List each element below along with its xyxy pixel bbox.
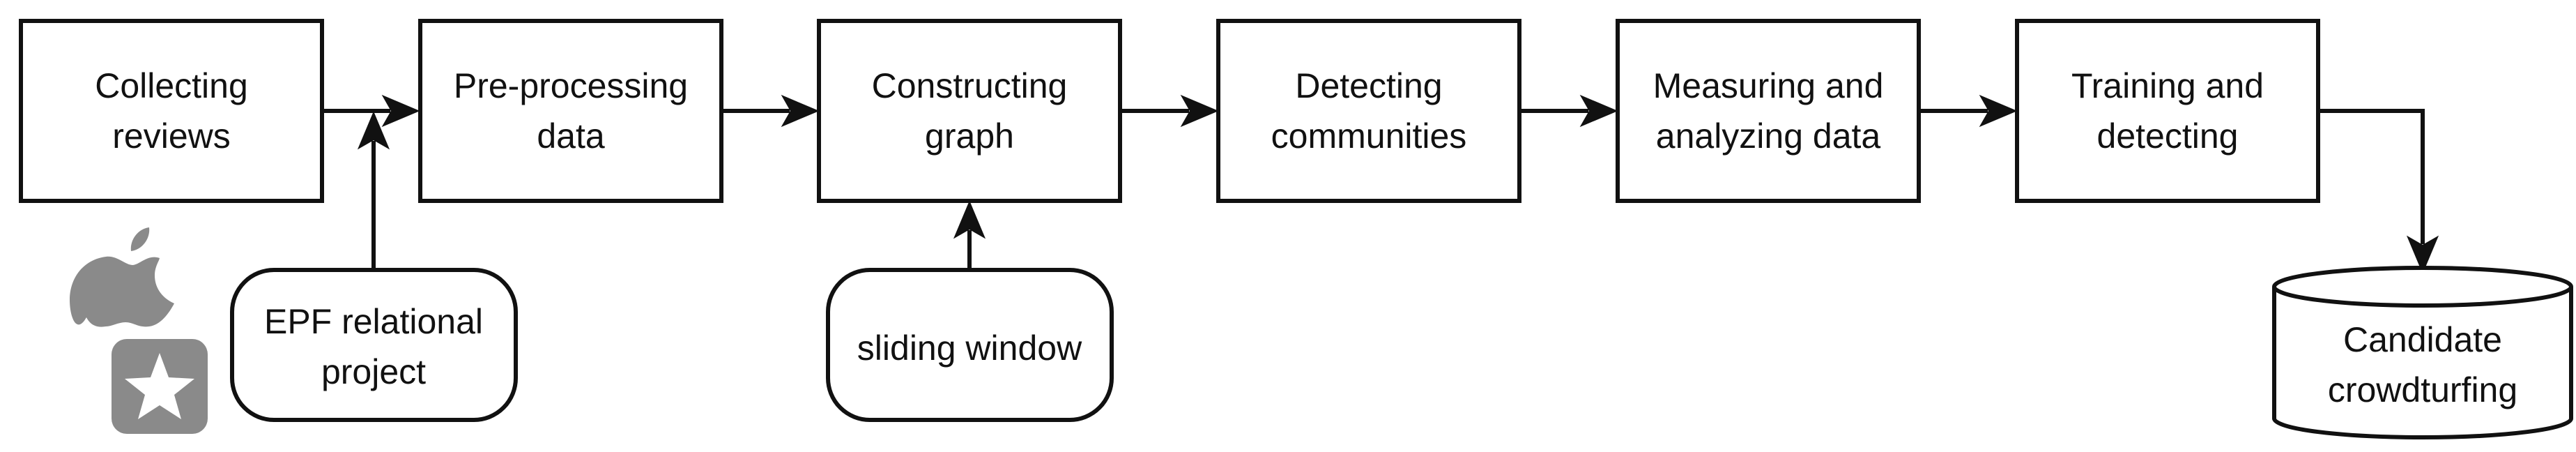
- step-collecting-reviews: Collecting reviews: [19, 19, 324, 203]
- star-icon: [112, 339, 208, 434]
- step-detecting-communities-line2: communities: [1271, 116, 1467, 156]
- input-sliding-window-label: sliding window: [857, 329, 1082, 368]
- input-epf-line1: EPF relational: [264, 302, 483, 341]
- step-pre-processing-line1: Pre-processing: [454, 66, 688, 105]
- arrow-step4-to-step5: [1519, 94, 1618, 128]
- step-constructing-graph-line1: Constructing: [872, 66, 1068, 105]
- output-line2: crowdturfing: [2328, 370, 2517, 409]
- arrow-step3-to-step4: [1120, 94, 1219, 128]
- arrow-epf-up: [357, 111, 390, 270]
- arrow-step1-to-step2: [322, 94, 420, 128]
- arrow-step5-to-step6: [1919, 94, 2018, 128]
- step-measuring-line2: analyzing data: [1656, 116, 1881, 156]
- step-collecting-reviews-line2: reviews: [112, 116, 230, 156]
- output-candidate-crowdturfing: Candidate crowdturfing: [2272, 266, 2573, 439]
- arrow-step2-to-step3: [721, 94, 820, 128]
- step-constructing-graph: Constructing graph: [817, 19, 1122, 203]
- step-pre-processing-line2: data: [537, 116, 605, 156]
- arrow-sliding-window-up: [953, 200, 986, 270]
- step-pre-processing-data: Pre-processing data: [418, 19, 723, 203]
- step-measuring-analyzing-data: Measuring and analyzing data: [1616, 19, 1921, 203]
- step-training-detecting-line2: detecting: [2097, 116, 2239, 156]
- step-detecting-communities-line1: Detecting: [1295, 66, 1442, 105]
- step-constructing-graph-line2: graph: [925, 116, 1014, 156]
- arrow-step6-to-output: [2318, 109, 2439, 274]
- step-measuring-line1: Measuring and: [1653, 66, 1884, 105]
- step-training-detecting: Training and detecting: [2015, 19, 2320, 203]
- apple-icon: [70, 227, 174, 327]
- step-collecting-reviews-line1: Collecting: [95, 66, 248, 105]
- input-epf-relational-project: EPF relational project: [230, 268, 518, 422]
- output-line1: Candidate: [2343, 320, 2502, 359]
- step-detecting-communities: Detecting communities: [1216, 19, 1521, 203]
- input-sliding-window: sliding window: [826, 268, 1114, 422]
- step-training-detecting-line1: Training and: [2071, 66, 2264, 105]
- input-epf-line2: project: [321, 352, 426, 391]
